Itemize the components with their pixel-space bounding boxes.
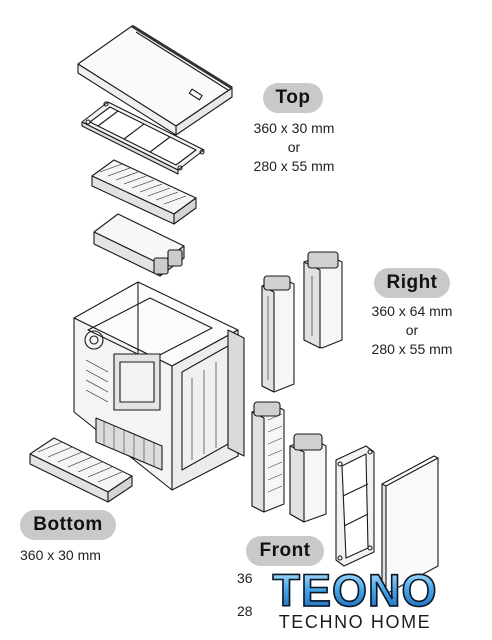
front-spec-partial-2: 28 [237,603,253,619]
top-spec-line: 360 x 30 mm [253,120,335,136]
top-spec-line: 280 x 55 mm [253,158,335,174]
top-spec: 360 x 30 mm or 280 x 55 mm [236,119,352,176]
bottom-spec: 360 x 30 mm [20,546,120,565]
case-chassis [73,281,245,491]
top-panel [77,24,233,136]
front-radiator-a [251,401,285,513]
right-spec-line: 280 x 55 mm [371,341,453,357]
front-spec-partial-1: 36 [237,570,253,586]
front-radiator-b [289,433,327,523]
right-radiator-a [261,275,295,393]
bottom-radiator [29,437,133,503]
front-panel [381,455,439,595]
top-radiator [91,159,197,225]
front-fan-bracket [335,445,375,567]
bottom-spec-line: 360 x 30 mm [20,547,101,563]
right-spec-line: or [405,322,419,338]
front-badge: Front [246,536,324,566]
top-spec-line: or [287,139,301,155]
top-fan-bracket [81,101,205,175]
top-radiator-alt [93,213,185,277]
logo-main-text: TEONO [262,567,448,615]
right-spec: 360 x 64 mm or 280 x 55 mm [354,302,470,359]
top-badge: Top [263,83,323,113]
right-badge: Right [374,268,450,298]
right-spec-line: 360 x 64 mm [371,303,453,319]
logo-sub-text: TECHNO HOME [278,612,432,632]
bottom-badge: Bottom [20,510,116,540]
right-radiator-b [303,251,343,349]
teono-watermark-logo: TEONO TECHNO HOME [262,567,448,633]
